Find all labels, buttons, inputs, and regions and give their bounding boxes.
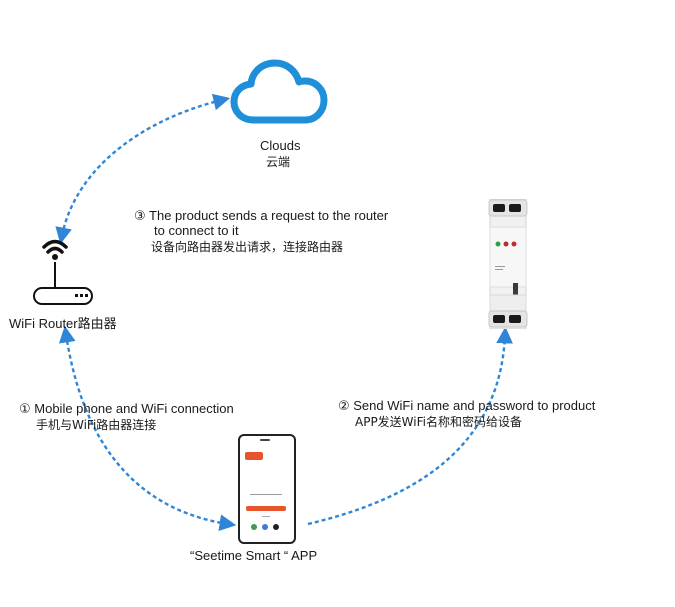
router-label: WiFi Router路由器 [9,316,117,331]
phone-text-line [250,494,282,495]
step2-line1: ② Send WiFi name and password to product [338,398,596,413]
din-rail-device-icon [487,198,529,334]
wechat-icon [251,524,257,530]
cloud-label: Clouds [260,138,301,153]
phone-caption: “Seetime Smart “ APP [190,548,318,563]
arrow-cloud-router [55,93,231,245]
phone-text-line [262,516,270,517]
step2-line2: APP发送WiFi名称和密码给设备 [355,415,522,429]
apple-icon [273,524,279,530]
step3-line2: to connect to it [154,223,239,238]
cloud-icon [230,59,328,124]
router-node [30,234,96,313]
tuya-logo-icon [245,452,263,460]
arrow-router-phone [58,325,237,532]
arrow-phone-device [307,326,514,526]
phone-speaker [260,439,270,441]
step3-line3: 设备向路由器发出请求，连接路由器 [151,240,344,254]
step1-line2: 手机与WiFi路由器连接 [36,418,157,432]
cloud-label-cn: 云端 [266,155,291,169]
phone-login-button [246,506,286,511]
wifi-router-icon [33,239,93,305]
step3-line1: ③ The product sends a request to the rou… [134,208,389,223]
phone-mockup [238,434,296,544]
step1-line1: ① Mobile phone and WiFi connection [19,401,234,416]
qq-icon [262,524,268,530]
cloud-node [230,58,328,135]
